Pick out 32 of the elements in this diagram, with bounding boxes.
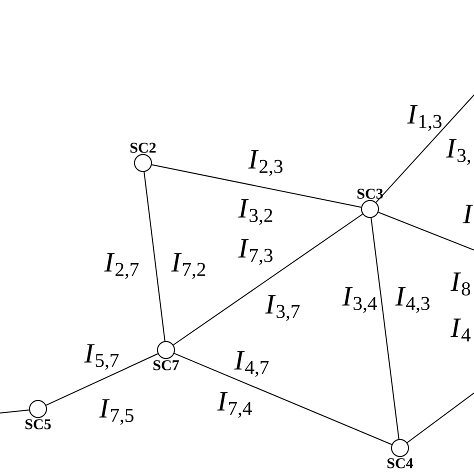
line	[378, 212, 474, 250]
current-label: I$_{7,4}$	[217, 392, 252, 418]
current-label: I	[462, 204, 474, 224]
node-label: SC4	[387, 458, 414, 468]
line	[370, 217, 400, 440]
current-label: I$_{7,2}$	[171, 253, 206, 279]
node-label: SC3	[357, 188, 383, 199]
current-label: I$_{2,3}$	[248, 150, 282, 176]
node-label: SC5	[25, 419, 51, 430]
node-label: SC7	[153, 360, 179, 370]
current-label: I$_{2,7}$	[104, 253, 139, 279]
current-label: I$_{3,}$	[446, 139, 470, 165]
line	[0, 409, 30, 414]
current-label: I$_{8}$	[450, 272, 470, 296]
current-label: I$_{4}$	[450, 318, 471, 342]
current-label: I$_{4,3}$	[395, 287, 430, 313]
current-label: I$_{3,7}$	[265, 295, 300, 321]
current-label: I$_{3,4}$	[342, 287, 377, 313]
line	[406, 392, 474, 444]
current-label: I$_{1,3}$	[407, 105, 442, 131]
line	[376, 94, 474, 203]
line	[151, 164, 362, 208]
current-label: I$_{3,2}$	[238, 199, 272, 225]
current-label: I$_{5,7}$	[84, 344, 119, 370]
current-label: I$_{7,5}$	[99, 399, 134, 425]
current-label: I$_{4,7}$	[234, 351, 269, 377]
line	[172, 214, 364, 346]
line	[174, 352, 392, 446]
current-label: I$_{7,3}$	[238, 239, 272, 265]
node-label: SC2	[130, 142, 156, 153]
line	[144, 171, 166, 342]
line	[46, 353, 158, 406]
